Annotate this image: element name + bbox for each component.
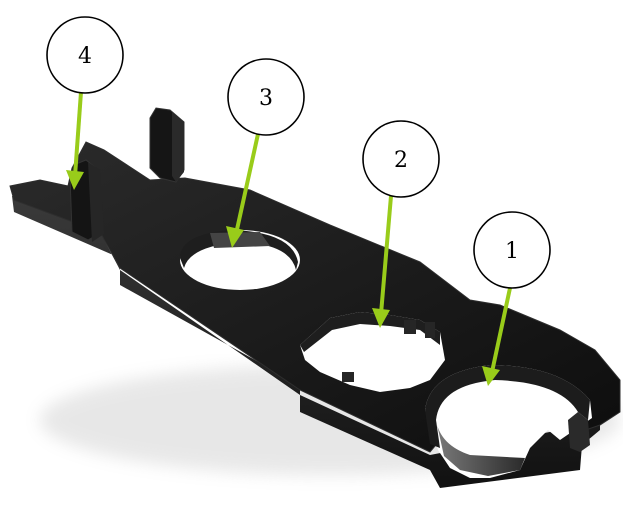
callout-1-label: 1: [505, 239, 519, 264]
callout-2-label: 2: [394, 148, 408, 173]
upright-tab-face: [172, 112, 184, 182]
callout-4-label: 4: [78, 44, 92, 69]
callout-1: 1: [474, 212, 550, 288]
callout-4: 4: [47, 17, 123, 93]
callout-3-label: 3: [259, 86, 273, 111]
hole-3: [180, 230, 300, 290]
arrow-4: [66, 92, 84, 190]
callout-3: 3: [228, 59, 304, 135]
callout-2: 2: [363, 121, 439, 197]
